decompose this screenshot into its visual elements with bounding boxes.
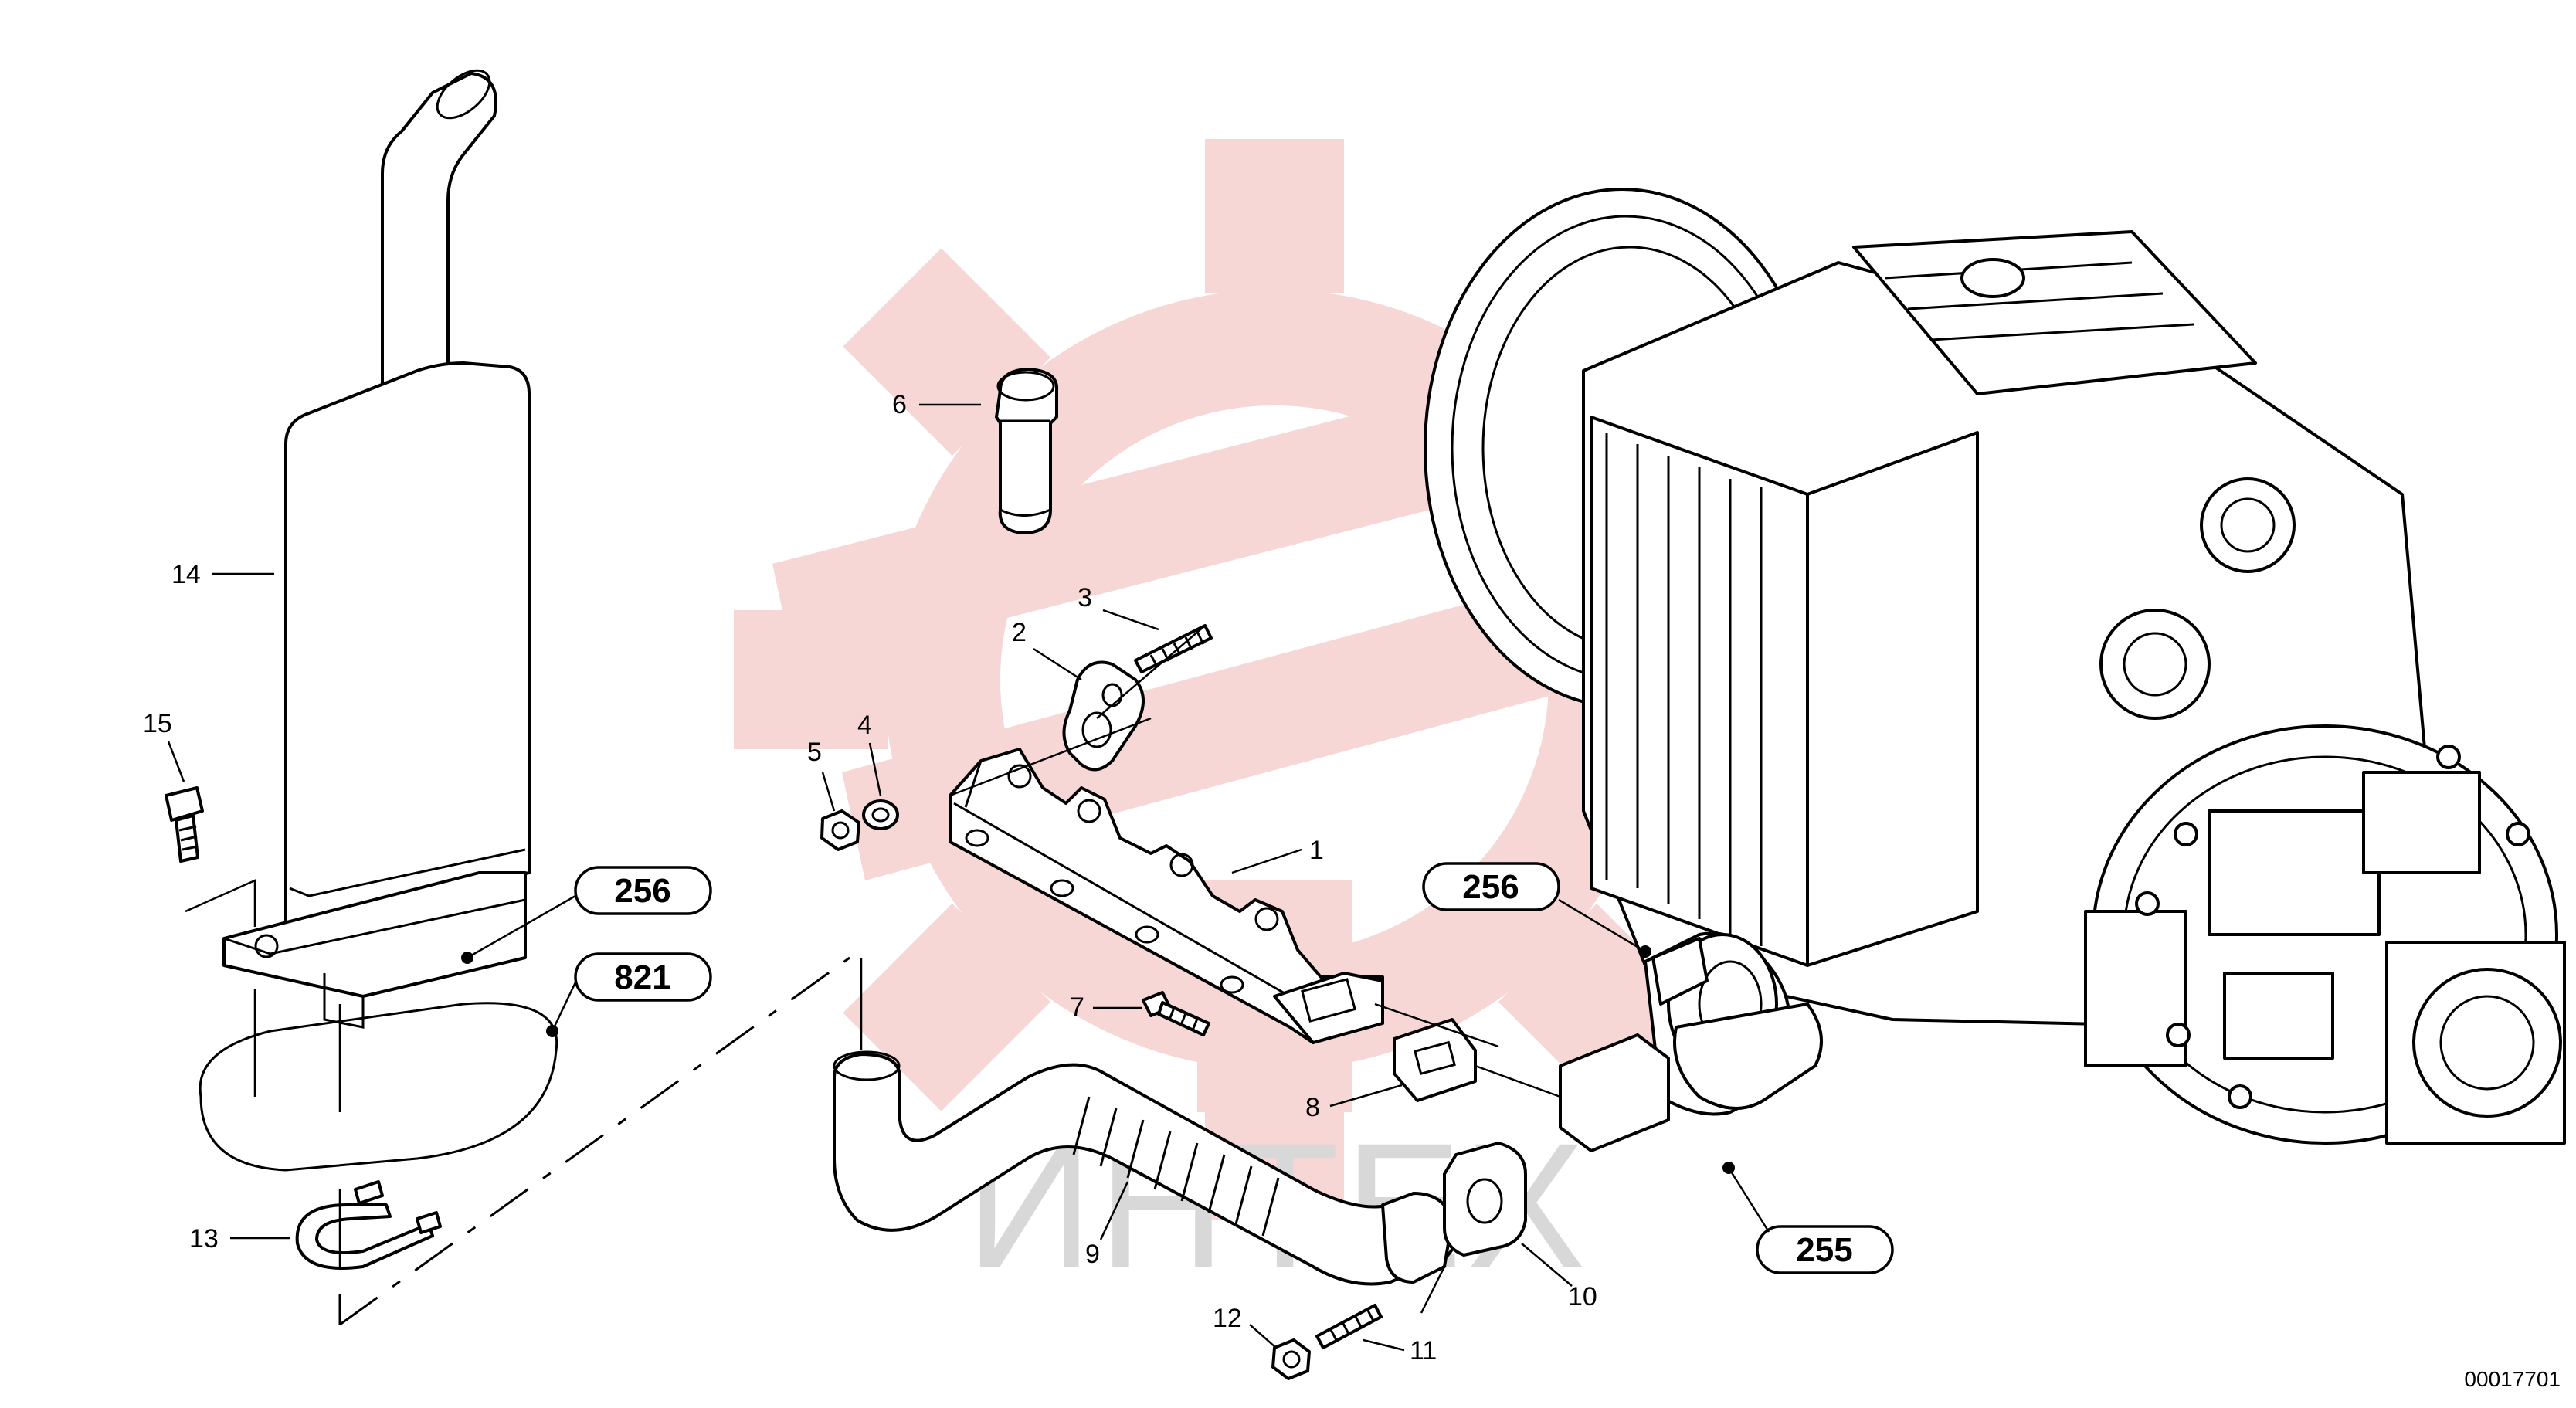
callout-dot (1722, 1162, 1735, 1174)
callout-dot (1639, 945, 1651, 958)
label-part-13: 13 (189, 1224, 219, 1254)
label-part-6: 6 (892, 390, 907, 419)
callout-dot (546, 1025, 558, 1037)
gasket-8 (1393, 1018, 1477, 1102)
label-part-10: 10 (1568, 1282, 1597, 1311)
stud-11 (1315, 1304, 1383, 1349)
bolt-15 (165, 786, 204, 863)
callout-255 (1756, 1225, 1894, 1274)
label-part-2: 2 (1012, 618, 1027, 647)
label-part-12: 12 (1213, 1304, 1242, 1333)
callout-256-top-text: 256 (614, 872, 670, 910)
label-part-15: 15 (143, 709, 172, 738)
callout-256-right-text: 256 (1462, 868, 1519, 906)
label-part-4: 4 (857, 711, 872, 740)
label-part-11: 11 (1410, 1336, 1437, 1366)
label-part-5: 5 (807, 738, 822, 767)
callout-256-top (574, 866, 712, 915)
label-part-9: 9 (1085, 1240, 1100, 1269)
label-part-3: 3 (1078, 583, 1092, 612)
bolt-7 (1142, 991, 1210, 1036)
nut-5 (820, 809, 860, 851)
label-part-14: 14 (171, 560, 201, 589)
callout-821 (574, 952, 712, 1002)
gasket-2 (1062, 660, 1145, 772)
label-part-7: 7 (1070, 992, 1084, 1022)
turbocharger (1559, 931, 1823, 1152)
label-part-8: 8 (1305, 1093, 1320, 1122)
exhaust-manifold (949, 748, 1384, 1044)
muffler (222, 69, 531, 1029)
gasket-10 (1443, 1142, 1527, 1257)
callout-256-right (1422, 862, 1560, 911)
reference-callouts: 256 821 256 255 (461, 862, 1894, 1274)
nut-12 (1271, 1338, 1311, 1380)
callout-821-text: 821 (614, 958, 670, 996)
callout-dot (461, 952, 473, 964)
stud-3 (1134, 624, 1213, 673)
assembly-lines (185, 625, 1561, 1326)
engine-assembly (1424, 188, 2566, 1145)
muffler-base-outline (199, 1002, 558, 1172)
u-bolt-clamp (295, 1180, 442, 1270)
callout-255-text: 255 (1796, 1231, 1852, 1269)
label-part-1: 1 (1309, 836, 1324, 865)
document-number: 00017701 (2464, 1367, 2561, 1391)
washer-4 (862, 799, 899, 830)
plug-6 (995, 368, 1059, 534)
part-labels: 1 2 3 4 5 6 7 8 9 10 11 12 13 14 15 (143, 390, 1597, 1366)
